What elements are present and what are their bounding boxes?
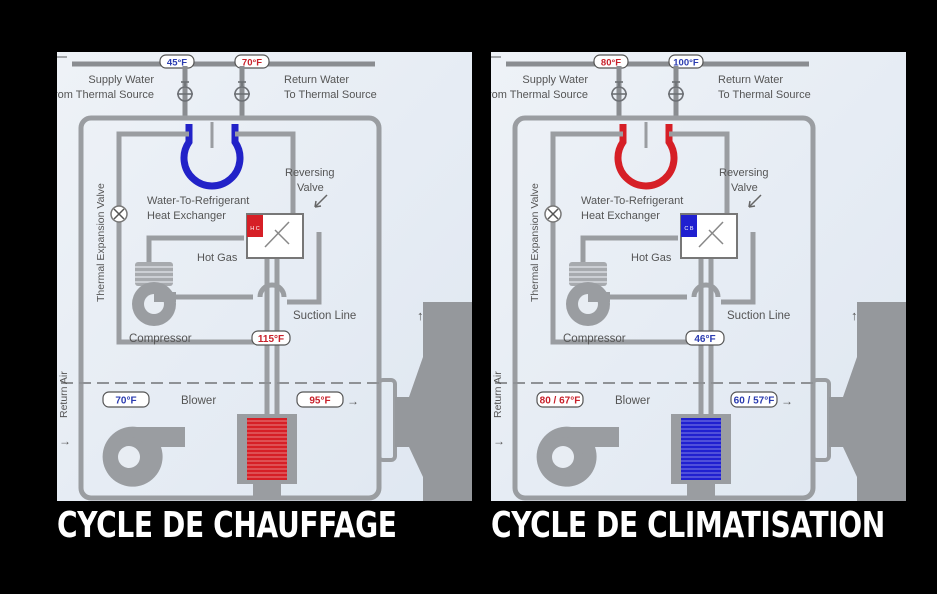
- reversing-valve-label: Reversing: [719, 167, 769, 179]
- reversing-valve: C B: [680, 213, 738, 259]
- compressor-label: Compressor: [563, 333, 626, 345]
- return-temp-tag: 70°F: [234, 54, 270, 69]
- supply-duct: ↑: [811, 302, 906, 501]
- supply-valve-icon: [177, 81, 193, 102]
- air-out-arrow-icon: →: [347, 394, 359, 408]
- air-out-temp-tag: 60 / 57°F: [730, 391, 778, 408]
- return-temp: 100°F: [673, 58, 699, 69]
- suction-line-bend: [691, 282, 721, 298]
- cooling-cycle-caption: CYCLE DE CLIMATISATION: [491, 505, 885, 546]
- supply-temp-tag: 45°F: [159, 54, 195, 69]
- return-temp-tag: 100°F: [668, 54, 704, 69]
- unit-cabinet: [78, 115, 382, 501]
- supply-water-label: Supply Water: [522, 74, 588, 86]
- return-source-label: To Thermal Source: [284, 89, 377, 101]
- heat-exchanger-label-line2: Heat Exchanger: [581, 210, 660, 222]
- compressor-icon: [132, 262, 176, 326]
- return-air-arrow-icon: →: [59, 434, 71, 448]
- blower-label: Blower: [181, 395, 216, 407]
- air-out-arrow-icon: →: [781, 394, 793, 408]
- water-supply-pipes: [57, 56, 375, 67]
- supply-source-label: From Thermal Source: [491, 89, 588, 101]
- airflow-up-arrow-icon: ↑: [417, 308, 424, 323]
- return-valve-icon: [234, 81, 250, 102]
- heat-exchanger-label: Water-To-Refrigerant: [147, 195, 249, 207]
- expansion-valve-icon: [544, 205, 562, 223]
- heating-cycle-caption: CYCLE DE CHAUFFAGE: [57, 505, 397, 546]
- suction-line-label: Suction Line: [293, 310, 356, 322]
- return-temp: 70°F: [242, 58, 262, 69]
- indoor-coil: [671, 414, 731, 496]
- blower-fan-icon: [536, 426, 619, 487]
- reversing-valve-pointer-icon: [748, 194, 762, 208]
- air-in-temp-tag: 80 / 67°F: [536, 391, 584, 408]
- refrigerant-line-temp: 46°F: [694, 334, 715, 345]
- refrigerant-line-temp-tag: 46°F: [685, 330, 725, 346]
- reversing-valve: H C: [246, 213, 304, 259]
- refrigerant-piping: [116, 131, 322, 417]
- refrigerant-line-temp-tag: 115°F: [251, 330, 291, 346]
- reversing-valve-label-line2: Valve: [297, 182, 324, 194]
- water-supply-pipes: [491, 56, 809, 67]
- heating-cycle-panel: 45°F 70°F Supply Water From Thermal Sour…: [57, 52, 472, 501]
- airflow-up-arrow-icon: ↑: [851, 308, 858, 323]
- supply-temp: 45°F: [167, 58, 187, 69]
- hot-gas-label: Hot Gas: [197, 252, 238, 264]
- expansion-valve-label: Thermal Expansion Valve: [529, 183, 541, 302]
- heat-exchanger-coil: [180, 124, 244, 190]
- supply-valve-icon: [611, 81, 627, 102]
- supply-water-label: Supply Water: [88, 74, 154, 86]
- return-water-label: Return Water: [718, 74, 783, 86]
- reversing-valve-letters: H C: [250, 226, 260, 232]
- expansion-valve-label: Thermal Expansion Valve: [95, 183, 107, 302]
- reversing-valve-label-line2: Valve: [731, 182, 758, 194]
- air-out-temp: 95°F: [309, 396, 330, 407]
- expansion-valve-icon: [110, 205, 128, 223]
- supply-source-label: From Thermal Source: [57, 89, 154, 101]
- air-in-temp: 70°F: [115, 396, 136, 407]
- return-water-label: Return Water: [284, 74, 349, 86]
- compressor-label: Compressor: [129, 333, 192, 345]
- air-out-temp: 60 / 57°F: [734, 396, 775, 407]
- suction-line-bend: [257, 282, 287, 298]
- reversing-valve-label: Reversing: [285, 167, 335, 179]
- reversing-valve-indicator: [681, 215, 697, 237]
- supply-temp-tag: 80°F: [593, 54, 629, 69]
- blower-fan-icon: [102, 426, 185, 487]
- heat-exchanger-label-line2: Heat Exchanger: [147, 210, 226, 222]
- return-air-label: Return Air: [492, 371, 504, 418]
- reversing-valve-pointer-icon: [314, 194, 328, 208]
- supply-duct: ↑: [377, 302, 472, 501]
- unit-cabinet: [512, 115, 816, 501]
- air-out-temp-tag: 95°F: [296, 391, 344, 408]
- indoor-coil: [237, 414, 297, 496]
- blower-label: Blower: [615, 395, 650, 407]
- heat-exchanger-label: Water-To-Refrigerant: [581, 195, 683, 207]
- supply-temp: 80°F: [601, 58, 621, 69]
- refrigerant-line-temp: 115°F: [258, 334, 284, 345]
- hot-gas-label: Hot Gas: [631, 252, 672, 264]
- air-in-temp: 80 / 67°F: [540, 396, 581, 407]
- reversing-valve-indicator: [247, 215, 263, 237]
- return-source-label: To Thermal Source: [718, 89, 811, 101]
- cooling-cycle-panel: 80°F 100°F Supply Water From Thermal Sou…: [491, 52, 906, 501]
- air-in-temp-tag: 70°F: [102, 391, 150, 408]
- suction-line-label: Suction Line: [727, 310, 790, 322]
- compressor-icon: [566, 262, 610, 326]
- return-air-label: Return Air: [58, 371, 70, 418]
- heat-exchanger-coil: [614, 124, 678, 190]
- return-valve-icon: [668, 81, 684, 102]
- return-air-arrow-icon: →: [493, 434, 505, 448]
- reversing-valve-letters: C B: [684, 226, 694, 232]
